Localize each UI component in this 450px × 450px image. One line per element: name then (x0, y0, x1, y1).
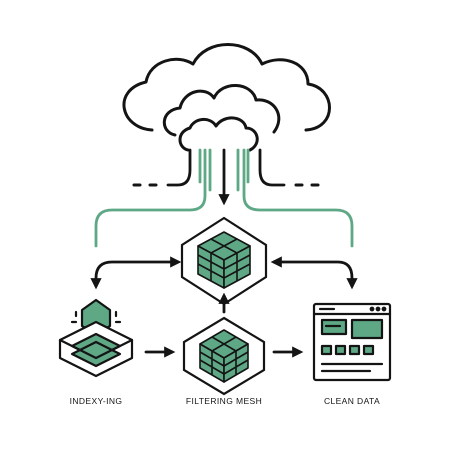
layer-stack-icon (58, 298, 134, 378)
hub-cube-icon (180, 216, 268, 306)
browser-window-icon (312, 302, 392, 382)
cloud-feed-lines (94, 148, 354, 248)
filtering-mesh-label: FILTERING MESH (186, 396, 262, 406)
indexing-label: INDEXY-ING (70, 396, 123, 406)
filter-cube-icon (182, 316, 266, 396)
clean-data-label: CLEAN DATA (324, 396, 380, 406)
cloud-icon (122, 43, 331, 152)
hub-connectors (90, 256, 358, 314)
